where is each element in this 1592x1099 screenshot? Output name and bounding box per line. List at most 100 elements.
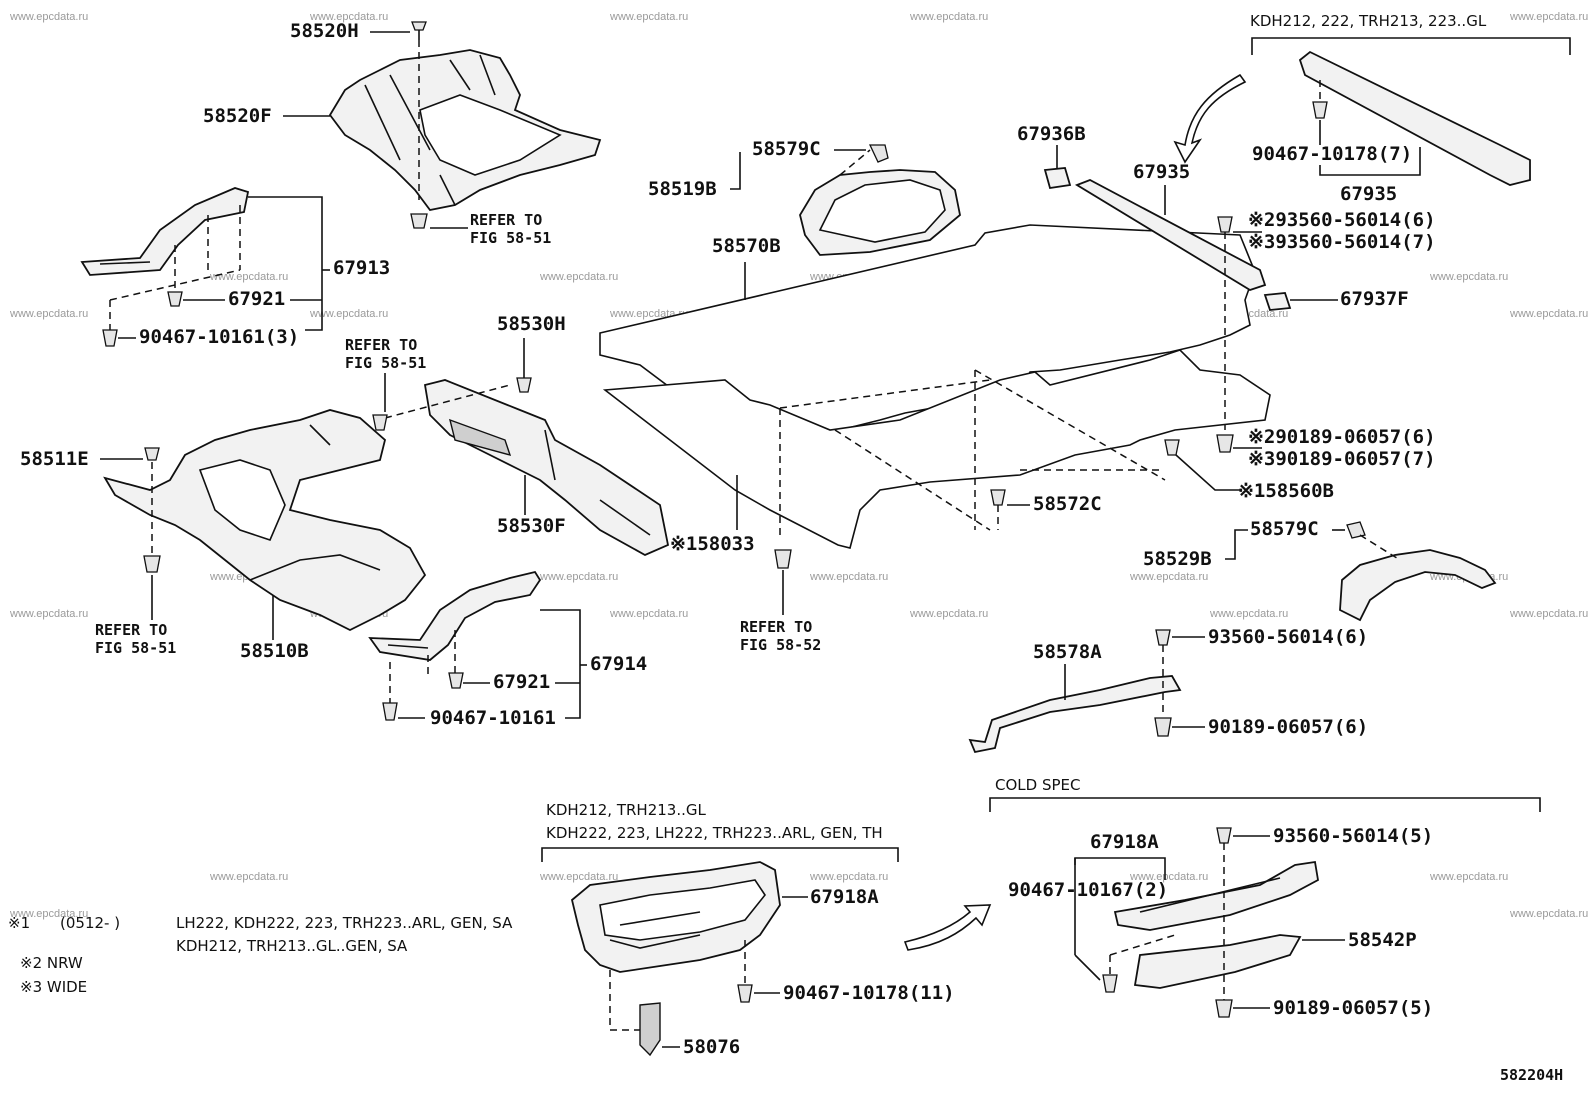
watermark-text: www.epcdata.ru <box>609 608 688 620</box>
note-2: ※2 NRW <box>20 954 83 972</box>
label-67921-b[interactable]: 67921 <box>493 671 550 693</box>
legend-notes: ※1 (0512- ) LH222, KDH222, 223, TRH223..… <box>8 914 513 996</box>
note-1-mark: ※1 <box>8 914 30 932</box>
part-58520F-drawing[interactable] <box>328 49 602 211</box>
label-90189-06057-7-wide[interactable]: ※390189-06057(7) <box>1248 448 1436 470</box>
label-90189-06057-5[interactable]: 90189-06057(5) <box>1273 997 1433 1019</box>
watermark-text: www.epcdata.ru <box>1509 11 1588 23</box>
note-1-line2: KDH212, TRH213..GL..GEN, SA <box>176 937 408 955</box>
label-90189-06057-6-nrw[interactable]: ※290189-06057(6) <box>1248 426 1436 448</box>
watermark-text: www.epcdata.ru <box>9 308 88 320</box>
diagram-code: 582204H <box>1500 1066 1563 1084</box>
label-93560-56014-6-nrw[interactable]: ※293560-56014(6) <box>1248 209 1436 231</box>
label-58579C-top[interactable]: 58579C <box>752 138 821 160</box>
label-67914[interactable]: 67914 <box>590 653 647 675</box>
part-58529B-drawing[interactable] <box>1339 521 1497 622</box>
label-58570B[interactable]: 58570B <box>712 235 781 257</box>
leader-58529B <box>1225 529 1248 560</box>
label-67935-a[interactable]: 67935 <box>1133 161 1190 183</box>
part-67913-drawing[interactable] <box>80 187 250 347</box>
curved-arrow-icon <box>903 904 992 951</box>
part-58578A-drawing[interactable] <box>968 675 1182 754</box>
part-67914-drawing[interactable] <box>368 570 542 721</box>
label-58572C[interactable]: 58572C <box>1033 493 1102 515</box>
clip-58572C <box>990 489 1006 530</box>
label-90467-10178-11[interactable]: 90467-10178(11) <box>783 982 955 1004</box>
part-67935-sill-drawing[interactable] <box>1074 179 1267 291</box>
label-67935-b[interactable]: 67935 <box>1340 183 1397 205</box>
clip-93560-56014-6 <box>1154 629 1172 737</box>
label-93560-56014-5[interactable]: 93560-56014(5) <box>1273 825 1433 847</box>
label-58520H[interactable]: 58520H <box>290 20 359 42</box>
label-93560-56014-6[interactable]: 93560-56014(6) <box>1208 626 1368 648</box>
label-67936B[interactable]: 67936B <box>1017 123 1086 145</box>
label-90467-10167-2[interactable]: 90467-10167(2) <box>1008 879 1168 901</box>
group-bracket-top-right <box>1251 37 1571 55</box>
watermark-text: www.epcdata.ru <box>809 571 888 583</box>
label-58578A[interactable]: 58578A <box>1033 641 1102 663</box>
label-58530H[interactable]: 58530H <box>497 313 566 335</box>
clips-cold-spec <box>1102 827 1233 1018</box>
label-93560-56014-7-wide[interactable]: ※393560-56014(7) <box>1248 231 1436 253</box>
clip-90467-10178-7 <box>1312 80 1328 119</box>
label-58519B[interactable]: 58519B <box>648 178 717 200</box>
label-67913[interactable]: 67913 <box>333 257 390 279</box>
bracket-67935-b <box>1319 147 1421 176</box>
label-67937F[interactable]: 67937F <box>1340 288 1409 310</box>
leader-90467-10167 <box>1074 954 1101 981</box>
watermark-text: www.epcdata.ru <box>309 11 388 23</box>
part-67918A-trim-drawing[interactable] <box>1113 860 1319 931</box>
watermark-text: www.epcdata.ru <box>1129 571 1208 583</box>
watermark-text: www.epcdata.ru <box>539 571 618 583</box>
label-58511E[interactable]: 58511E <box>20 448 89 470</box>
part-58519B-drawing[interactable] <box>799 144 961 256</box>
label-58560B[interactable]: ※158560B <box>1238 480 1334 502</box>
label-58076[interactable]: 58076 <box>683 1036 740 1058</box>
box-models-line1: KDH212, TRH213..GL <box>546 801 706 819</box>
part-67935-trim-drawing[interactable] <box>1298 50 1531 186</box>
label-58542P[interactable]: 58542P <box>1348 929 1417 951</box>
label-67918A-right[interactable]: 67918A <box>1090 831 1159 853</box>
watermark-text: www.epcdata.ru <box>1209 608 1288 620</box>
watermark-text: www.epcdata.ru <box>1509 308 1588 320</box>
part-67937F-drawing[interactable] <box>1263 292 1292 311</box>
note-1-line1: LH222, KDH222, 223, TRH223..ARL, GEN, SA <box>176 914 513 932</box>
group-bracket-cold-spec <box>989 797 1541 812</box>
bracket-67913 <box>248 196 323 331</box>
part-58542P-drawing[interactable] <box>1133 934 1302 989</box>
note-3: ※3 WIDE <box>20 978 87 996</box>
watermark-text: www.epcdata.ru <box>209 871 288 883</box>
group-bracket-box <box>541 847 899 862</box>
label-58033[interactable]: ※158033 <box>670 533 755 555</box>
label-58529B[interactable]: 58529B <box>1143 548 1212 570</box>
label-58530F[interactable]: 58530F <box>497 515 566 537</box>
part-58033-drawing[interactable] <box>602 349 1271 549</box>
watermark-text: www.epcdata.ru <box>539 271 618 283</box>
watermark-text: www.epcdata.ru <box>309 308 388 320</box>
label-90467-10161-3[interactable]: 90467-10161(3) <box>139 326 299 348</box>
label-58510B[interactable]: 58510B <box>240 640 309 662</box>
watermark-text: www.epcdata.ru <box>1129 871 1208 883</box>
label-58520F[interactable]: 58520F <box>203 105 272 127</box>
clip-58033 <box>774 549 792 569</box>
refer-text: REFER TO <box>345 336 417 354</box>
part-58530F-drawing[interactable] <box>423 379 670 557</box>
watermark-text: www.epcdata.ru <box>1429 271 1508 283</box>
part-67936B-drawing[interactable] <box>1043 167 1072 190</box>
clip-58530H <box>372 365 532 431</box>
label-67918A-left[interactable]: 67918A <box>810 886 879 908</box>
label-90189-06057-6[interactable]: 90189-06057(6) <box>1208 716 1368 738</box>
cold-spec-label: COLD SPEC <box>995 776 1080 794</box>
label-67921-a[interactable]: 67921 <box>228 288 285 310</box>
label-90467-10161[interactable]: 90467-10161 <box>430 707 556 729</box>
watermark-text: www.epcdata.ru <box>209 271 288 283</box>
label-58579C-right[interactable]: 58579C <box>1250 518 1319 540</box>
refer-text: FIG 58-51 <box>345 354 426 372</box>
part-58510B-drawing[interactable] <box>103 409 427 632</box>
watermark-text: www.epcdata.ru <box>9 608 88 620</box>
part-67918A-box-drawing[interactable] <box>570 861 781 1057</box>
refer-text: FIG 58-51 <box>95 639 176 657</box>
label-90467-10178-7[interactable]: 90467-10178(7) <box>1252 143 1412 165</box>
curved-arrow-icon <box>1173 73 1247 164</box>
